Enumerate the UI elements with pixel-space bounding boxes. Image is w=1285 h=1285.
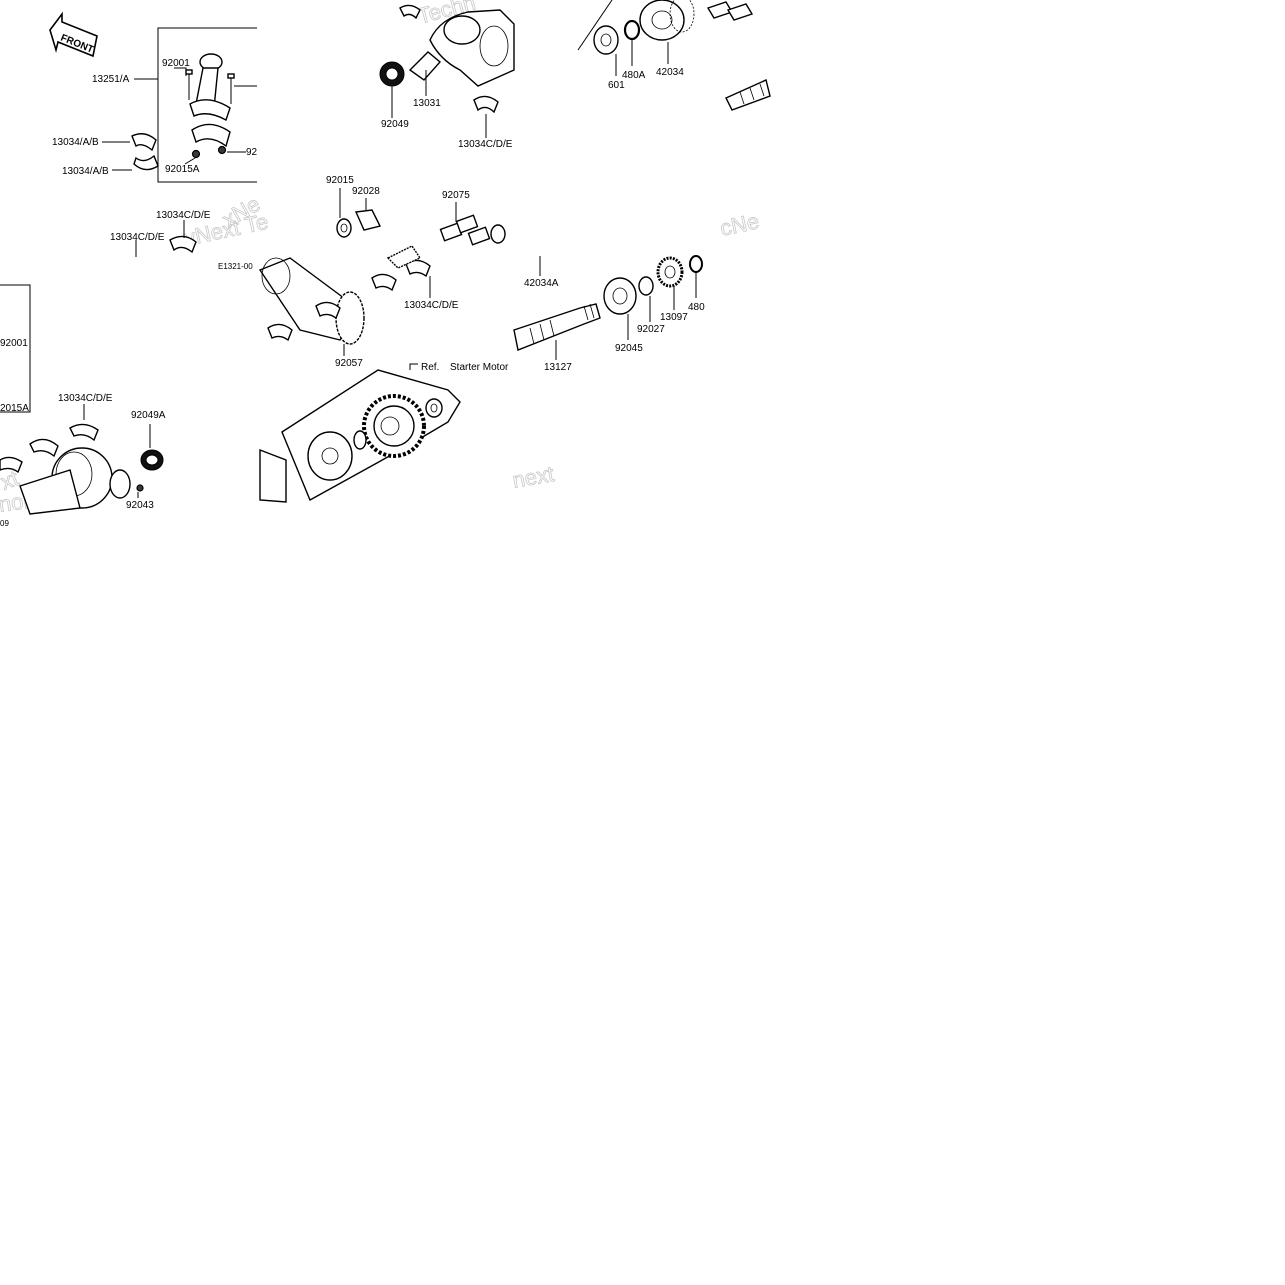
bearing-shell-part [0,456,23,474]
bearing-shell-part [69,423,99,442]
watermark-text: cNe [718,208,761,241]
part-label: 92045 [615,343,643,354]
bearing-shell-part [473,95,499,114]
crankshaft-part [258,257,365,345]
part-label: 92043 [126,500,154,511]
part-label: 480A [622,70,646,81]
gear-part [639,0,695,41]
part-label: 92027 [637,324,665,335]
part-label: 42034 [656,67,684,78]
part-label: 92015 [326,175,354,186]
part-label: 92075 [442,190,470,201]
part-label: 13127 [544,362,572,373]
part-label: 13034/A/B [52,137,99,148]
tile-starter-clutch: 92057 13034C/D/E Ref. Starter Motor [258,245,509,503]
bearing-shell-part [315,301,341,320]
part-label: 92049 [381,119,409,130]
part-label: 92001 [162,58,190,69]
crankshaft-part [408,9,515,87]
bearing-shell-part [267,323,293,342]
nut-part [336,218,352,238]
diagram-code: 09 [0,519,9,528]
circlip-part [623,19,641,41]
bearing-shell-part [131,133,197,254]
gear-part [386,245,422,269]
ball-bearing-part [603,277,637,315]
part-label: 92015A [165,164,200,175]
part-label: 92 [246,147,258,158]
shaft-part [513,303,601,351]
bearing-shell-part [29,438,59,458]
weight-part [439,214,506,246]
part-label: 13097 [660,312,688,323]
bearing-shell-part [405,259,431,278]
part-label: 13034C/D/E [110,232,165,243]
circlip-part [689,255,703,273]
oil-seal-part [379,61,405,87]
part-label: 13034C/D/E [404,300,459,311]
part-label: 13031 [413,98,441,109]
bearing-shell-part [371,273,397,292]
part-label: 13034C/D/E [58,393,113,404]
tile-crankshaft: 92049 13031 13034C/D/E 92015 92028 92075 [326,4,515,246]
collar-part [638,276,654,296]
gear-part [656,256,684,288]
part-label: 42034A [524,278,559,289]
starter-motor-label: Starter Motor [450,362,509,373]
starter-clutch-part [259,369,461,503]
part-label: 13251/A [92,74,130,85]
part-label: 480 [688,302,705,313]
part-label: 92001 [0,338,28,349]
crankshaft-part [19,447,131,515]
collar-part [354,209,382,231]
part-label: 13034/A/B [62,166,109,177]
part-label: 601 [608,80,625,91]
part-label: 13034C/D/E [458,139,513,150]
oil-seal-part [140,449,164,471]
bearing-shell-part [399,4,421,20]
tile-crank-side: 92001 2015A 13034C/D/E 92049A 92043 09 [0,284,166,528]
shaft-part [725,79,771,111]
weight-part [726,3,754,21]
part-label: 92049A [131,410,166,421]
ball-bearing-part [593,25,619,55]
tile-output-shaft: 42034A 13127 92045 92027 13097 480 [513,255,705,373]
part-label: 2015A [0,403,29,414]
part-label: 92057 [335,358,363,369]
ref-label: Ref. [421,362,439,373]
diagram-code: E1321-00 [218,262,253,271]
tile-output-gears: 601 480A 42034 [577,0,771,111]
watermark-text: next [511,461,556,493]
part-label: 92028 [352,186,380,197]
bolt-part [185,69,235,104]
connecting-rod-part [189,53,231,159]
front-arrow-icon: FRONT [49,11,98,58]
part-label: 13034C/D/E [156,210,211,221]
